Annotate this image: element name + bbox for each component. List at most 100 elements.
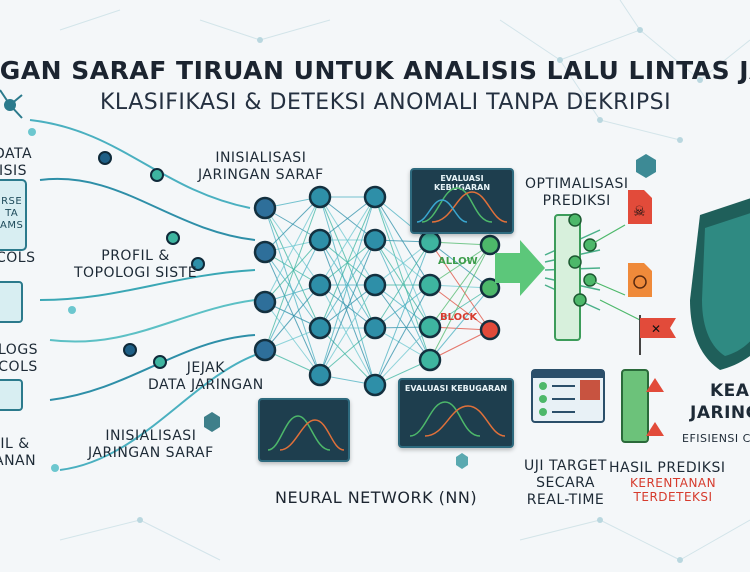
left-label-protocols: COLS xyxy=(0,250,35,267)
label-security: KEAN JARINGA xyxy=(690,380,750,424)
nn-node xyxy=(479,277,501,299)
nn-node xyxy=(479,234,501,256)
label-profile: PROFIL & TOPOLOGI SISTE xyxy=(74,248,197,282)
page-title: IGAN SARAF TIRUAN UNTUK ANALISIS LALU LI… xyxy=(0,56,750,85)
nn-connection xyxy=(319,196,376,286)
label-line: ANAN xyxy=(0,453,37,469)
firewall-icon xyxy=(580,380,600,400)
hexagon-decoration xyxy=(204,412,220,432)
label-line: JARINGAN SARAF xyxy=(198,167,324,183)
nn-node xyxy=(418,273,442,297)
label-trace: JEJAK DATA JARINGAN xyxy=(148,360,264,394)
nn-node xyxy=(479,319,501,341)
left-label-anan: IL & ANAN xyxy=(0,436,36,470)
label-line: IL & xyxy=(0,436,30,452)
label-line: PROFIL & xyxy=(101,248,170,264)
nn-connection xyxy=(374,284,431,361)
nn-node xyxy=(363,373,387,397)
nn-connection xyxy=(374,284,431,329)
label-line: INISIALISASI xyxy=(105,428,197,444)
label-line: DATA xyxy=(0,146,33,162)
nn-node xyxy=(308,228,332,252)
fitness-curves xyxy=(416,187,508,223)
label-efficiency: EFISIENSI C xyxy=(682,430,750,447)
nn-connection xyxy=(374,326,431,386)
nn-node xyxy=(418,315,442,339)
label-prediction: HASIL PREDIKSI xyxy=(609,460,726,477)
label-vulnerability: KERENTANAN TERDETEKSI xyxy=(630,476,716,504)
threat-icons xyxy=(628,190,676,355)
label-line: LOGS xyxy=(0,342,39,358)
nn-connection xyxy=(374,241,431,329)
left-label-data: DATA ISIS xyxy=(0,146,32,180)
nn-node xyxy=(418,230,442,254)
label-line: TA xyxy=(5,208,19,219)
nn-connection xyxy=(319,239,376,376)
nn-node xyxy=(363,316,387,340)
fitness-panel-title: EVALUASI KEBUGARAN xyxy=(404,384,508,393)
label-optimization: OPTIMALISASI PREDIKSI xyxy=(525,176,628,210)
nn-connection xyxy=(319,239,376,329)
label-line: HASIL PREDIKSI xyxy=(609,460,726,476)
label-line: ISIS xyxy=(0,163,28,179)
warning-icon xyxy=(646,422,664,436)
skull-glyph: ☠ xyxy=(633,204,646,220)
nn-node xyxy=(308,363,332,387)
label-line: JARINGA xyxy=(690,403,750,423)
label-line: KERENTANAN xyxy=(630,476,717,490)
nn-connection xyxy=(319,196,376,329)
nn-connection xyxy=(319,327,376,386)
nn-node xyxy=(253,196,277,220)
nn-connection xyxy=(429,287,491,361)
nn-node xyxy=(418,348,442,372)
label-line: COLS xyxy=(0,250,36,266)
fitness-panel-top: EVALUASI KEBUGARAN xyxy=(410,168,514,234)
forward-arrow xyxy=(495,240,545,296)
nn-connection xyxy=(374,196,431,243)
nn-caption: NEURAL NETWORK (NN) xyxy=(275,488,478,507)
label-init-top: INISIALISASI JARINGAN SARAF xyxy=(198,150,324,184)
nn-node xyxy=(253,240,277,264)
nn-node xyxy=(253,290,277,314)
label-line: RSE xyxy=(1,196,23,207)
nn-connection xyxy=(264,239,321,351)
nn-connection xyxy=(374,241,431,386)
nn-connection xyxy=(319,239,376,386)
optimization-nodes xyxy=(568,213,597,307)
fitness-panel-title: EVALUASI KEBUGARAN xyxy=(433,174,491,192)
hexagon-decoration xyxy=(636,154,656,178)
label-line: PREDIKSI xyxy=(542,193,611,209)
label-line: INISIALISASI xyxy=(215,150,307,166)
nn-node xyxy=(308,185,332,209)
nn-node xyxy=(363,273,387,297)
nn-node xyxy=(253,338,277,362)
nn-node xyxy=(308,273,332,297)
nn-connection xyxy=(319,196,376,241)
nn-connection xyxy=(264,251,321,376)
fitness-curves xyxy=(267,415,345,451)
label-realtime: UJI TARGET SECARA REAL-TIME xyxy=(524,458,607,509)
nn-connection xyxy=(264,239,321,303)
label-line: JEJAK xyxy=(186,360,225,376)
nn-connection xyxy=(319,284,376,376)
nn-node xyxy=(308,316,332,340)
background-dots xyxy=(137,27,703,563)
label-init-bottom: INISIALISASI JARINGAN SARAF xyxy=(88,428,214,462)
nn-connection xyxy=(319,196,376,376)
fitness-panel-bottom: EVALUASI KEBUGARAN xyxy=(398,378,514,448)
label-line: KEAN xyxy=(710,381,750,401)
label-line: TERDETEKSI xyxy=(633,490,713,504)
block-tag: BLOCK xyxy=(440,312,478,323)
label-line: DATA JARINGAN xyxy=(148,377,264,393)
nn-nodes xyxy=(253,185,501,397)
left-icons xyxy=(0,89,27,411)
label-line: UJI TARGET xyxy=(524,458,607,474)
label-line: COLS xyxy=(0,359,38,375)
label-line: REAL-TIME xyxy=(526,492,605,508)
nn-connection xyxy=(319,284,376,386)
label-line: EFISIENSI C xyxy=(682,432,750,445)
warning-icon xyxy=(646,378,664,392)
label-line: TOPOLOGI SISTE xyxy=(74,265,198,281)
